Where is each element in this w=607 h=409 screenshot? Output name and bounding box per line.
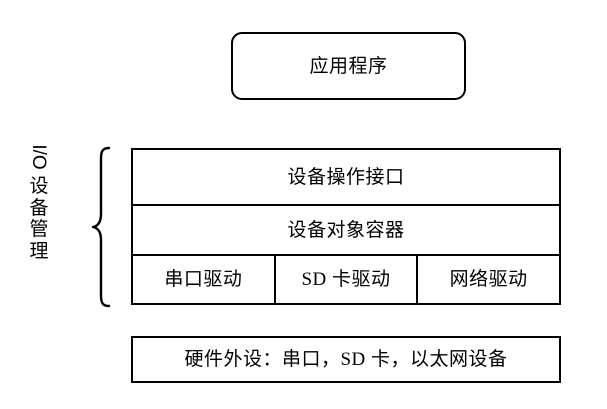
stack-row-drivers: 串口驱动 SD 卡驱动 网络驱动 [133,254,559,303]
stack-row-device-object-container: 设备对象容器 [133,204,559,254]
left-curly-brace-icon [91,146,111,308]
group-label-char-3: 理 [29,240,49,262]
stack-row-device-operation-interface: 设备操作接口 [133,150,559,204]
application-box: 应用程序 [231,32,466,100]
group-label-cjk-text: 设 备 管 理 [29,176,48,263]
group-label-char-1: 备 [29,197,49,219]
group-label-io-device-management: I/O 设 备 管 理 [24,140,54,310]
stack-row-label: 设备操作接口 [287,166,405,188]
driver-cell-sd-card: SD 卡驱动 [273,256,417,303]
hardware-peripherals-box: 硬件外设：串口，SD 卡，以太网设备 [131,336,561,383]
group-label-char-0: 设 [29,176,49,197]
driver-label: 串口驱动 [164,269,243,290]
stack-row-label: 设备对象容器 [287,219,405,241]
application-label: 应用程序 [309,55,388,77]
group-label-io-text: I/O [28,144,50,170]
io-stack-table: 设备操作接口 设备对象容器 串口驱动 SD 卡驱动 网络驱动 [131,148,561,305]
group-label-char-2: 管 [29,219,49,241]
driver-cell-network: 网络驱动 [416,256,559,303]
driver-label: 网络驱动 [449,269,528,290]
driver-cell-serial: 串口驱动 [133,256,274,303]
hardware-peripherals-label: 硬件外设：串口，SD 卡，以太网设备 [184,349,508,370]
driver-label: SD 卡驱动 [301,269,391,290]
